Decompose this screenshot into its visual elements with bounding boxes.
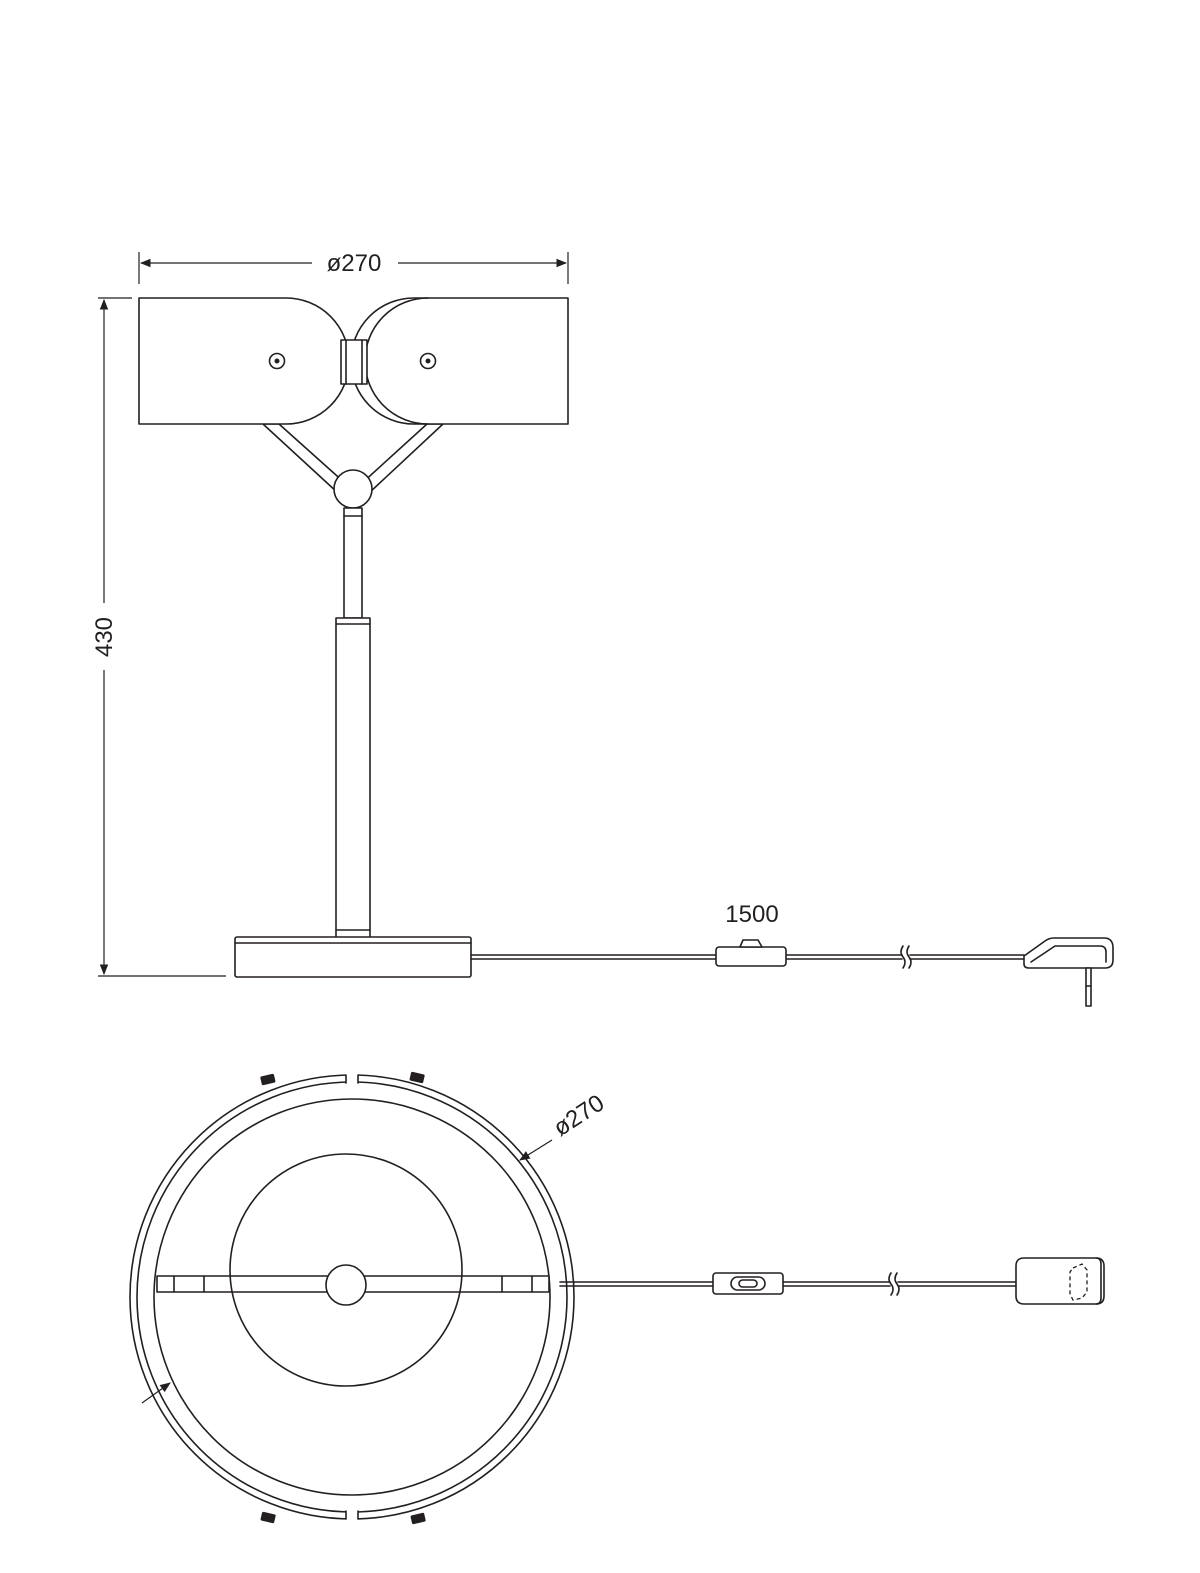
power-cable [470, 945, 1025, 969]
height-dimension-label: 430 [91, 617, 118, 657]
diameter-dimension-label: ø270 [549, 1089, 610, 1141]
width-dimension-label: ø270 [327, 250, 382, 277]
left-lamp-head [138, 297, 350, 425]
joint-ball [333, 469, 373, 509]
lower-column [335, 617, 371, 939]
ring-notches [345, 1070, 359, 1524]
center-hub [325, 1264, 367, 1306]
ring-tabs [260, 1071, 426, 1525]
side-view: ø270 430 [91, 250, 1114, 1007]
inline-switch-top [712, 1272, 784, 1295]
right-head-screw [419, 352, 437, 370]
inline-switch [715, 939, 787, 967]
power-plug-top [1015, 1257, 1105, 1305]
diameter-leaders [141, 1139, 553, 1404]
inner-ring [153, 1098, 551, 1496]
center-disc [229, 1153, 463, 1387]
head-hinge [340, 339, 368, 385]
cable-break-mark [900, 945, 906, 969]
width-dimension: ø270 [138, 250, 569, 284]
top-view-cable [559, 1272, 1017, 1296]
lamp-base [234, 936, 472, 978]
power-plug [1023, 937, 1114, 1007]
cable-length-label: 1500 [725, 901, 778, 928]
upper-rod [343, 507, 363, 619]
plug-pin [1085, 967, 1092, 1007]
top-view: ø270 [129, 1070, 1105, 1525]
switch-rocker [739, 939, 763, 948]
plug-socket-outline [1069, 1263, 1088, 1301]
right-lamp-head [350, 297, 569, 425]
height-dimension: 430 [91, 297, 226, 977]
left-head-screw [268, 352, 286, 370]
cable-break-mark-top [888, 1272, 894, 1296]
